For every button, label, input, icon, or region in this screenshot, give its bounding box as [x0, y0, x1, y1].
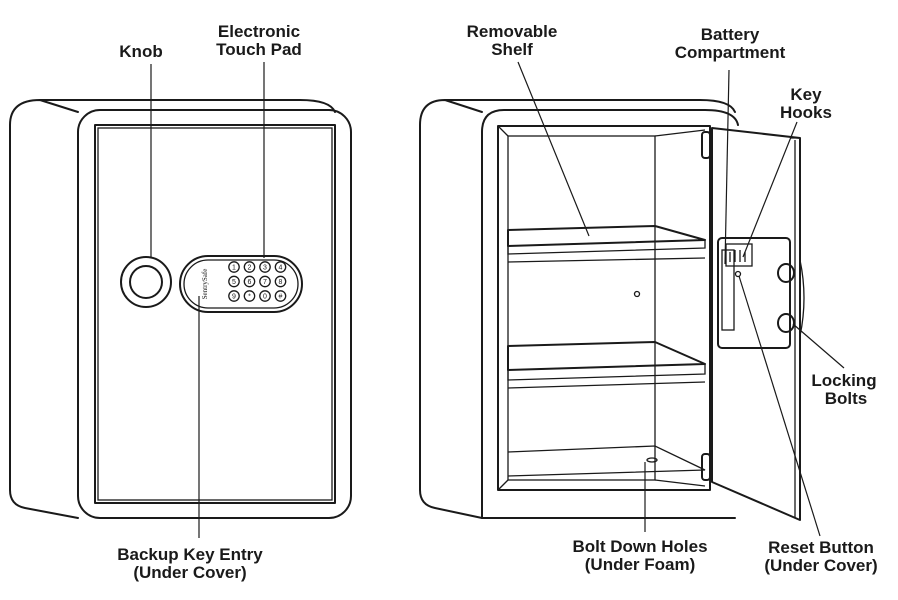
label-locking-bolts-line1: Locking: [811, 371, 876, 390]
closed-safe: SentrySafe 1 2 3 4 5 6 7 8 9 * 0 #: [9, 99, 352, 519]
open-safe-side-panel: [419, 99, 483, 519]
safe-door-inner-edge: [97, 127, 333, 501]
reset-button-leader: [738, 275, 821, 537]
keypad-key-circle: [228, 290, 240, 302]
keypad-key-label: #: [279, 293, 283, 300]
label-battery-line1: Battery: [701, 25, 760, 44]
keypad-key-label: 2: [248, 264, 252, 271]
label-reset-button-line1: Reset Button: [768, 538, 874, 557]
safe-interior-opening: [497, 125, 711, 491]
keypad-key-label: 8: [279, 279, 283, 286]
label-reset-button-line2: (Under Cover): [764, 556, 877, 575]
shelf-leader: [517, 61, 590, 237]
keypad-key-label: 9: [232, 293, 236, 300]
keypad-key-circle: [259, 290, 271, 302]
door-curve-edge: [799, 259, 805, 337]
safe-side-panel: [9, 99, 79, 519]
keypad-key-circle: [259, 275, 271, 288]
bolt-down-hole-icon: [646, 457, 658, 463]
keypad-key-circle: [259, 261, 271, 273]
battery-leader: [724, 69, 730, 265]
knob-icon: [120, 256, 172, 308]
safe-door: [94, 124, 336, 504]
knob-inner-icon: [129, 265, 163, 299]
label-bolt-holes-line2: (Under Foam): [585, 555, 696, 574]
keypad-key-circle: [274, 275, 287, 288]
keypad-key-circle: [274, 290, 287, 302]
top-locking-bolt-icon: [777, 263, 795, 283]
open-safe: [419, 99, 805, 521]
label-bolt-holes-line1: Bolt Down Holes: [572, 537, 707, 556]
label-shelf-line2: Shelf: [491, 40, 533, 59]
keypad-housing-inner: [183, 259, 299, 309]
keypad-housing: [179, 255, 303, 313]
key-hook-plate: [725, 243, 753, 267]
keypad-key-label: 1: [232, 264, 236, 271]
callout-labels: Knob Electronic Touch Pad Backup Key Ent…: [117, 22, 877, 582]
upper-shelf-underside: [507, 257, 706, 263]
bottom-hinge-icon: [701, 453, 711, 481]
reset-button-icon: [734, 270, 742, 278]
label-key-hooks-line2: Hooks: [780, 103, 832, 122]
interior-right-wall-bottom: [654, 479, 706, 487]
open-safe-front-body: [481, 109, 739, 519]
lower-shelf-underside: [507, 381, 706, 389]
keypad-keys: 1 2 3 4 5 6 7 8 9 * 0 #: [228, 261, 287, 302]
open-safe-top-back-edge: [444, 99, 736, 113]
label-key-hooks-line1: Key: [790, 85, 822, 104]
battery-compartment-panel: [721, 249, 735, 331]
keypad-key-label: 7: [263, 279, 267, 286]
safe-floor: [507, 445, 706, 477]
keypad-key-label: *: [248, 293, 251, 300]
keypad-key-label: 6: [248, 279, 252, 286]
label-knob: Knob: [119, 42, 162, 61]
label-battery-line2: Compartment: [675, 43, 786, 62]
locking-bolts-leader: [792, 323, 845, 369]
back-wall-screw-icon: [633, 290, 641, 298]
key-hooks-leader: [742, 121, 798, 258]
keypad-brand: SentrySafe: [201, 269, 209, 300]
keypad-key-circle: [228, 261, 240, 273]
keypad-key-label: 0: [263, 293, 267, 300]
label-touch-pad-line1: Electronic: [218, 22, 300, 41]
lock-box: [717, 237, 791, 349]
safe-back-wall: [507, 135, 656, 481]
leader-lines: [150, 61, 845, 538]
interior-right-wall-top: [654, 129, 706, 137]
label-locking-bolts-line2: Bolts: [825, 389, 868, 408]
keypad-key-label: 3: [263, 264, 267, 271]
lower-shelf-edge: [507, 363, 706, 381]
upper-shelf-edge: [507, 239, 706, 255]
keypad-key-circle: [243, 261, 256, 273]
open-door: [711, 127, 801, 521]
label-shelf-line1: Removable: [467, 22, 558, 41]
keypad-key-circle: [228, 275, 240, 288]
top-hinge-icon: [701, 131, 711, 159]
keypad-key-circle: [274, 261, 287, 273]
label-touch-pad-line2: Touch Pad: [216, 40, 302, 59]
bottom-locking-bolt-icon: [777, 313, 795, 333]
keypad-key-circle: [243, 275, 256, 288]
lower-shelf: [507, 341, 706, 371]
keypad-key-label: 4: [279, 264, 283, 271]
interior-corner-tl: [497, 125, 509, 137]
label-backup-key-line1: Backup Key Entry: [117, 545, 263, 564]
label-backup-key-line2: (Under Cover): [133, 563, 246, 582]
safe-front-body: [77, 109, 352, 519]
keypad-key-circle: [243, 290, 256, 302]
interior-corner-bl: [497, 479, 509, 491]
keypad-key-label: 5: [232, 279, 236, 286]
key-hooks-icon: [729, 250, 746, 262]
